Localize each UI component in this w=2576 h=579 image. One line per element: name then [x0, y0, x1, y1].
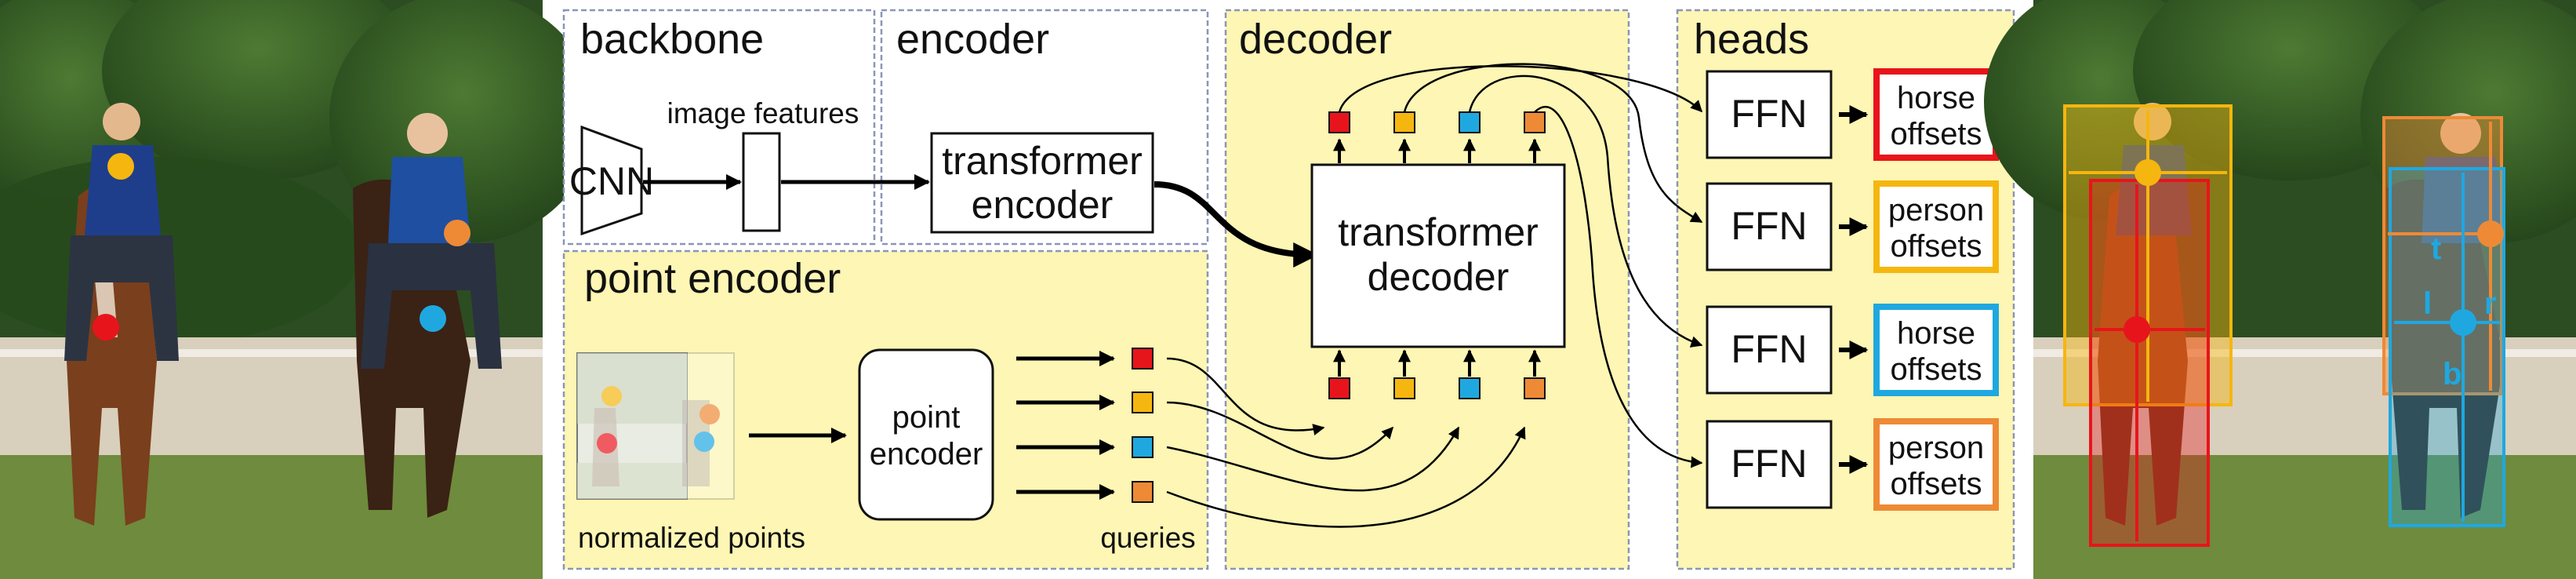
offset-label-l: l	[2423, 286, 2432, 321]
offset-label-t: t	[2431, 231, 2441, 266]
point-encoder-line1: point	[892, 400, 961, 435]
offset-label-b: b	[2443, 357, 2462, 391]
decoder-line2: decoder	[1368, 255, 1510, 299]
image-features-block	[742, 132, 781, 232]
decoder-input-square	[1459, 377, 1481, 399]
right-photo: t l r b	[1984, 0, 2576, 579]
query-square	[1132, 391, 1154, 413]
normalized-points-thumbnail	[576, 352, 720, 500]
image-features-label: image features	[667, 97, 859, 129]
cnn-block: CNN	[569, 125, 654, 236]
point-encoder-line2: encoder	[870, 437, 983, 472]
offsets-line1: person	[1888, 193, 1984, 228]
offsets-box	[1873, 180, 1999, 273]
decoder-output-square	[1393, 111, 1415, 133]
normalized-points-label: normalized points	[578, 522, 805, 554]
offsets-line2: offsets	[1890, 467, 1982, 501]
query-square	[1132, 436, 1154, 458]
queries-label: queries	[1100, 522, 1195, 554]
decoder-output-square	[1459, 111, 1481, 133]
left-photo	[0, 0, 596, 579]
offset-label-r: r	[2484, 286, 2497, 321]
decoder-input-square	[1328, 377, 1350, 399]
ffn-label: FFN	[1731, 442, 1807, 486]
offsets-line1: horse	[1897, 81, 1975, 115]
transformer-encoder-block: transformer encoder	[930, 132, 1154, 234]
decoder-title: decoder	[1239, 16, 1392, 63]
ffn-label: FFN	[1731, 92, 1807, 136]
curve-query-2	[1166, 401, 1394, 460]
query-squares	[1132, 348, 1154, 503]
curve-query-1	[1166, 357, 1325, 435]
curve-output-4	[1534, 106, 1703, 468]
offsets-line2: offsets	[1890, 229, 1982, 264]
ffn-label: FFN	[1731, 327, 1807, 371]
decoder-input-square	[1393, 377, 1415, 399]
offsets-line2: offsets	[1890, 117, 1982, 151]
decoder-output-square	[1328, 111, 1350, 133]
encoder-line1: transformer	[942, 139, 1143, 183]
curve-output-1	[1338, 65, 1703, 113]
ffn-box	[1706, 182, 1833, 271]
ffn-box	[1706, 420, 1833, 509]
ffn-box	[1706, 305, 1833, 395]
decoder-line1: transformer	[1338, 210, 1539, 254]
offsets-line2: offsets	[1890, 352, 1982, 387]
arrow-encoder-to-decoder	[1154, 181, 1319, 268]
offsets-line1: person	[1888, 431, 1984, 465]
offsets-box	[1873, 304, 1999, 396]
encoder-title: encoder	[896, 16, 1049, 63]
curve-output-2	[1403, 63, 1703, 224]
transformer-decoder-block: transformer decoder	[1310, 163, 1566, 348]
curve-query-3	[1166, 426, 1460, 492]
ffn-label: FFN	[1731, 204, 1807, 248]
query-square	[1132, 481, 1154, 503]
decoder-output-square	[1524, 111, 1546, 133]
backbone-title: backbone	[580, 16, 764, 63]
point-encoder-title: point encoder	[584, 255, 841, 302]
decoder-input-squares	[1328, 377, 1546, 399]
heads-title: heads	[1694, 16, 1809, 63]
decoder-input-square	[1524, 377, 1546, 399]
ffn-box	[1706, 70, 1833, 159]
offsets-box	[1873, 418, 1999, 511]
offsets-line1: horse	[1897, 316, 1975, 351]
encoder-line2: encoder	[972, 183, 1114, 227]
query-square	[1132, 348, 1154, 370]
point-encoder-block: point encoder	[858, 348, 994, 521]
cnn-label: CNN	[569, 159, 654, 203]
curve-output-3	[1468, 75, 1703, 348]
curve-query-4	[1166, 426, 1526, 528]
